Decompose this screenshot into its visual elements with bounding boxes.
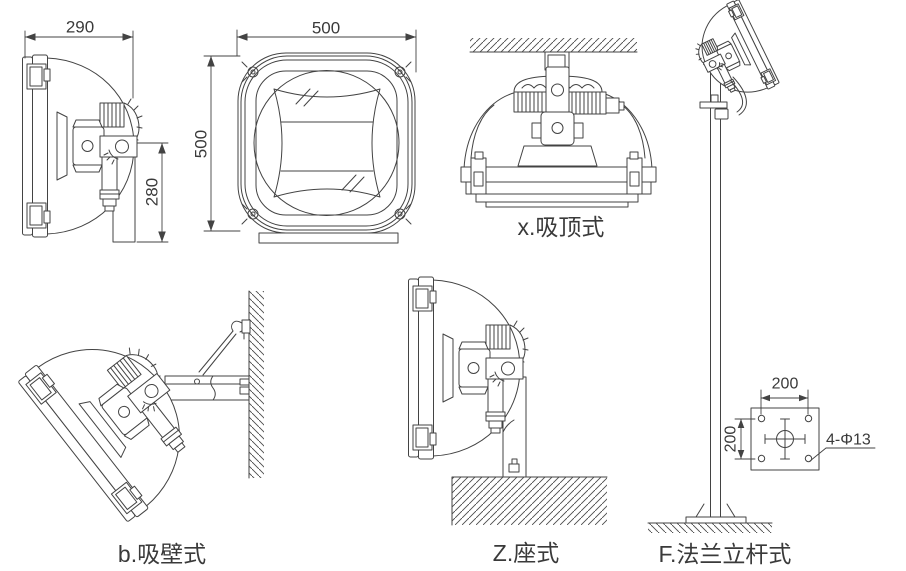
dim-label-side-width: 290 xyxy=(66,18,94,37)
pole-base xyxy=(647,503,773,533)
dim-label-front-height: 500 xyxy=(192,130,211,158)
caption-seat-mount: Z.座式 xyxy=(493,540,559,566)
dim-label-flange-holes: 4-Φ13 xyxy=(826,432,871,449)
dim-label-front-width: 500 xyxy=(312,19,340,38)
wall-arm xyxy=(164,375,250,401)
pole-mount-view: 200 200 4-Φ13 F.法兰立杆式 xyxy=(647,0,876,567)
dim-side-height: 280 xyxy=(136,142,169,243)
dim-side-width: 290 xyxy=(24,18,134,99)
dim-front-height: 500 xyxy=(192,55,241,232)
wall-mount-view: b.吸壁式 xyxy=(16,290,264,567)
lamp-cable xyxy=(714,76,747,120)
dim-label-flange-height: 200 xyxy=(723,426,740,453)
front-view: 500 500 xyxy=(192,19,417,244)
ground-line xyxy=(451,476,608,526)
ceiling-mount-view: x.吸顶式 xyxy=(460,38,657,240)
dim-front-width: 500 xyxy=(236,19,417,73)
corner-bolts xyxy=(241,61,412,225)
seat-mount-view: Z.座式 xyxy=(408,276,608,566)
dim-label-flange-width: 200 xyxy=(772,376,799,393)
wall-hatch xyxy=(249,291,264,478)
caption-wall-mount: b.吸壁式 xyxy=(118,541,206,567)
caption-ceiling-mount: x.吸顶式 xyxy=(518,214,605,240)
dim-label-side-height: 280 xyxy=(143,178,162,206)
side-view: 290 280 xyxy=(22,18,169,243)
glass-shine-marks xyxy=(295,88,365,193)
ceiling-hatch xyxy=(470,38,637,52)
bottom-tab xyxy=(258,232,399,244)
dim-flange-width: 200 xyxy=(760,376,809,415)
ground-hatch xyxy=(452,477,607,525)
pole-collar xyxy=(699,101,728,109)
dim-flange-height: 200 xyxy=(723,418,756,460)
lamp-tilted xyxy=(681,0,781,112)
pole xyxy=(710,65,721,518)
glass-lens xyxy=(253,70,400,216)
flange-detail: 200 200 4-Φ13 xyxy=(723,376,876,471)
reflector xyxy=(273,88,381,198)
flange-holes-callout: 4-Φ13 xyxy=(809,432,876,462)
caption-pole-mount: F.法兰立杆式 xyxy=(659,541,792,567)
brace-rod xyxy=(198,319,251,376)
lamp-tilted xyxy=(16,306,224,525)
